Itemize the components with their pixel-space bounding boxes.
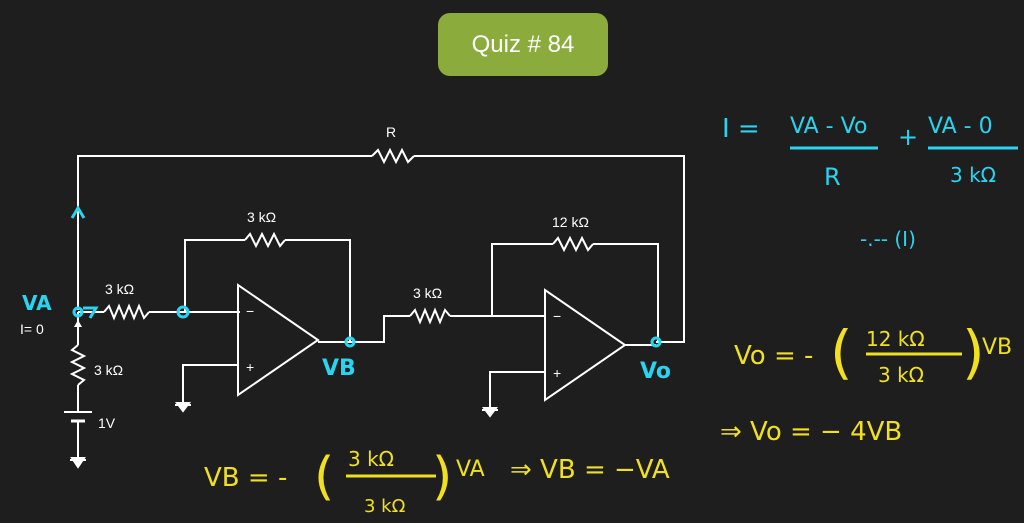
opamp1-minus: − (246, 303, 254, 319)
label-bottom-resistor: 3 kΩ (94, 362, 123, 378)
eq4-rhs: VA (456, 457, 485, 482)
current-arrow-icon (74, 320, 82, 327)
cyan-marks (70, 205, 662, 348)
opamp2-plus: + (553, 365, 561, 381)
quiz-title-badge: Quiz # 84 (438, 13, 608, 76)
ground-1-arrow (175, 402, 191, 413)
wire-fb1-left (184, 239, 245, 312)
input-resistor-va (103, 303, 150, 321)
eq4-paren-left: ( (314, 447, 334, 507)
eq2-paren-left: ( (830, 318, 853, 386)
feedback-resistor-1 (244, 231, 286, 249)
eq1-frac2-num: VA - 0 (928, 114, 993, 139)
eq2-num: 12 kΩ (866, 327, 925, 351)
wire-opamp1-out (318, 315, 410, 343)
wire-fb2-left (491, 243, 553, 316)
wire-feedback-right (414, 155, 685, 343)
node-minus1-dot (176, 305, 190, 319)
eq2-paren-right: ) (962, 318, 985, 386)
eq2-den: 3 kΩ (878, 363, 924, 387)
bottom-resistor (69, 344, 87, 386)
ground-2-arrow (482, 407, 498, 418)
label-top-right-resistor: 12 kΩ (552, 214, 589, 230)
label-middle-resistor: 3 kΩ (413, 285, 442, 301)
ground-3-arrow (70, 457, 86, 469)
opamp1-plus: + (246, 359, 254, 375)
label-top-left-resistor: 3 kΩ (247, 209, 276, 225)
eq1-lhs: I = (722, 114, 760, 144)
eq4-paren-right: ) (432, 447, 452, 507)
label-vo: Vo (640, 359, 671, 384)
opamp-1 (237, 283, 320, 397)
wire-fb1-right (285, 239, 351, 342)
wire-left-top (77, 155, 372, 310)
feedback-resistor (371, 147, 415, 165)
eq4-den: 3 kΩ (364, 496, 406, 517)
opamp2-minus: − (553, 308, 561, 324)
eq1-frac1-den: R (824, 163, 841, 191)
eq4-num: 3 kΩ (348, 447, 394, 471)
eq4-result: ⇒ VB = −VA (510, 455, 670, 485)
eq3: ⇒ Vo = − 4VB (720, 417, 902, 447)
node-vo-dot (650, 336, 662, 348)
cyan-arrow-up-icon (70, 205, 86, 219)
feedback-resistor-2 (552, 235, 594, 253)
node-vb-dot (344, 336, 356, 348)
eq1-plus: + (898, 123, 918, 151)
label-va: VA (22, 291, 52, 315)
wire-fb2-right (593, 243, 659, 342)
label-feedback-resistor: R (386, 124, 396, 140)
quiz-title: Quiz # 84 (471, 30, 575, 58)
label-node-current: I= 0 (20, 321, 44, 337)
eq2-lhs: Vo = - (734, 341, 813, 371)
label-vb: VB (322, 356, 356, 381)
node-va-dot (72, 306, 84, 318)
eq1-tag: -.-- (I) (860, 227, 916, 251)
circuit-wires (64, 147, 685, 469)
opamp-2 (544, 288, 627, 402)
eq2-rhs: VB (982, 335, 1012, 360)
label-input-resistor: 3 kΩ (105, 281, 134, 297)
eq1-frac2-den: 3 kΩ (950, 163, 996, 187)
eq1-frac1-num: VA - Vo (790, 114, 867, 139)
eq4-lhs: VB = - (204, 463, 287, 493)
label-source-voltage: 1V (98, 415, 116, 431)
wire-opamp2-plus (489, 371, 545, 410)
wire-opamp1-plus (182, 364, 238, 405)
cyan-arrow-right-icon (83, 306, 99, 319)
middle-resistor (409, 307, 451, 325)
